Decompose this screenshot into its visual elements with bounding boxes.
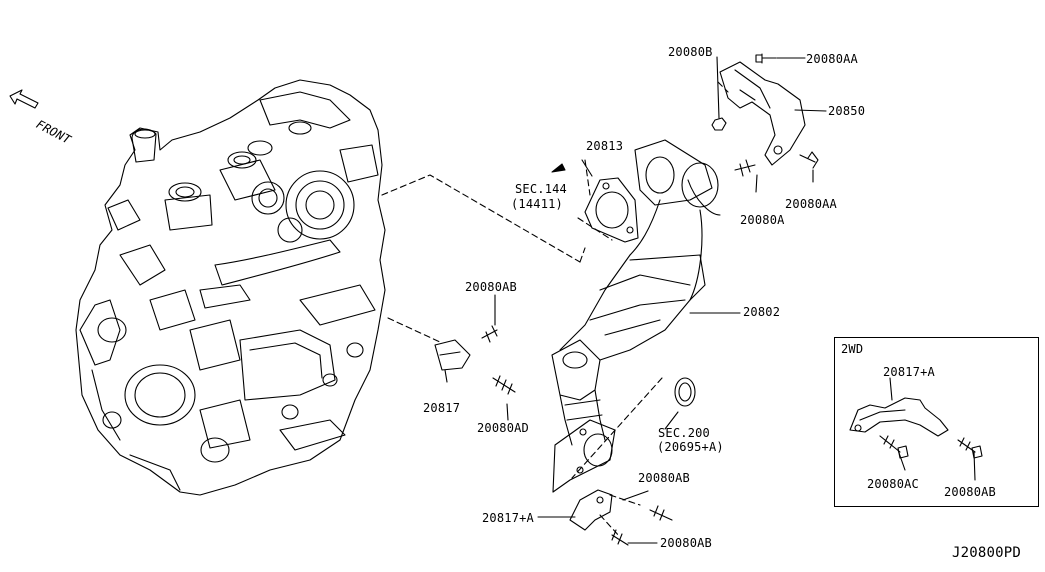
bolt-20080AA-top — [755, 53, 777, 64]
inset-bolt-20080AC — [879, 435, 909, 459]
label-sec144: SEC.144 — [515, 182, 567, 196]
leader-lines — [444, 56, 976, 544]
label-20850: 20850 — [828, 104, 866, 118]
bolt-20080A — [734, 159, 756, 177]
label-sec144-ref: (14411) — [511, 197, 563, 211]
label-20080AC: 20080AC — [867, 477, 919, 491]
bracket-20817A — [569, 489, 613, 531]
bolt-20080AB-mid — [649, 505, 673, 521]
catalyst-20802 — [551, 139, 721, 493]
label-sec200-ref: (20695+A) — [657, 440, 724, 454]
sec144-arrow-icon — [551, 163, 566, 173]
label-20802: 20802 — [743, 305, 781, 319]
label-20080AD: 20080AD — [477, 421, 529, 435]
bolt-20080AB-bottom — [611, 529, 629, 546]
label-20080AB-left: 20080AB — [465, 280, 517, 294]
label-20080A: 20080A — [740, 213, 785, 227]
label-20080AB-mid: 20080AB — [638, 471, 690, 485]
heat-shield-20850 — [719, 61, 806, 166]
bolt-20080AD — [492, 375, 516, 395]
label-20817: 20817 — [423, 401, 461, 415]
bolt-20080AB-left — [481, 325, 498, 343]
label-sec200: SEC.200 — [658, 426, 710, 440]
nut-20080B — [711, 117, 727, 131]
inset-bracket-20817A — [849, 397, 949, 437]
diagram-code: J20800PD — [952, 545, 1022, 561]
label-20080AB-inset: 20080AB — [944, 485, 996, 499]
inset-2wd-box: 2WD — [834, 337, 1039, 507]
label-20080AA-top: 20080AA — [806, 52, 858, 66]
bracket-20817 — [434, 339, 471, 371]
front-arrow-icon — [9, 89, 39, 109]
inset-title: 2WD — [841, 342, 864, 356]
label-20817A-inset: 20817+A — [883, 365, 935, 379]
label-20817A-main: 20817+A — [482, 511, 534, 525]
leader-lines-dashed — [381, 81, 729, 538]
label-20080AB-bottom: 20080AB — [660, 536, 712, 550]
label-20813: 20813 — [586, 139, 624, 153]
inset-bolt-20080AB — [957, 437, 983, 459]
gasket-sec200 — [674, 377, 696, 407]
label-20080AA-lower: 20080AA — [785, 197, 837, 211]
gasket-20813 — [584, 177, 639, 243]
label-20080B: 20080B — [668, 45, 713, 59]
bolt-20080AA-lower — [799, 151, 819, 169]
engine-block — [75, 79, 386, 496]
